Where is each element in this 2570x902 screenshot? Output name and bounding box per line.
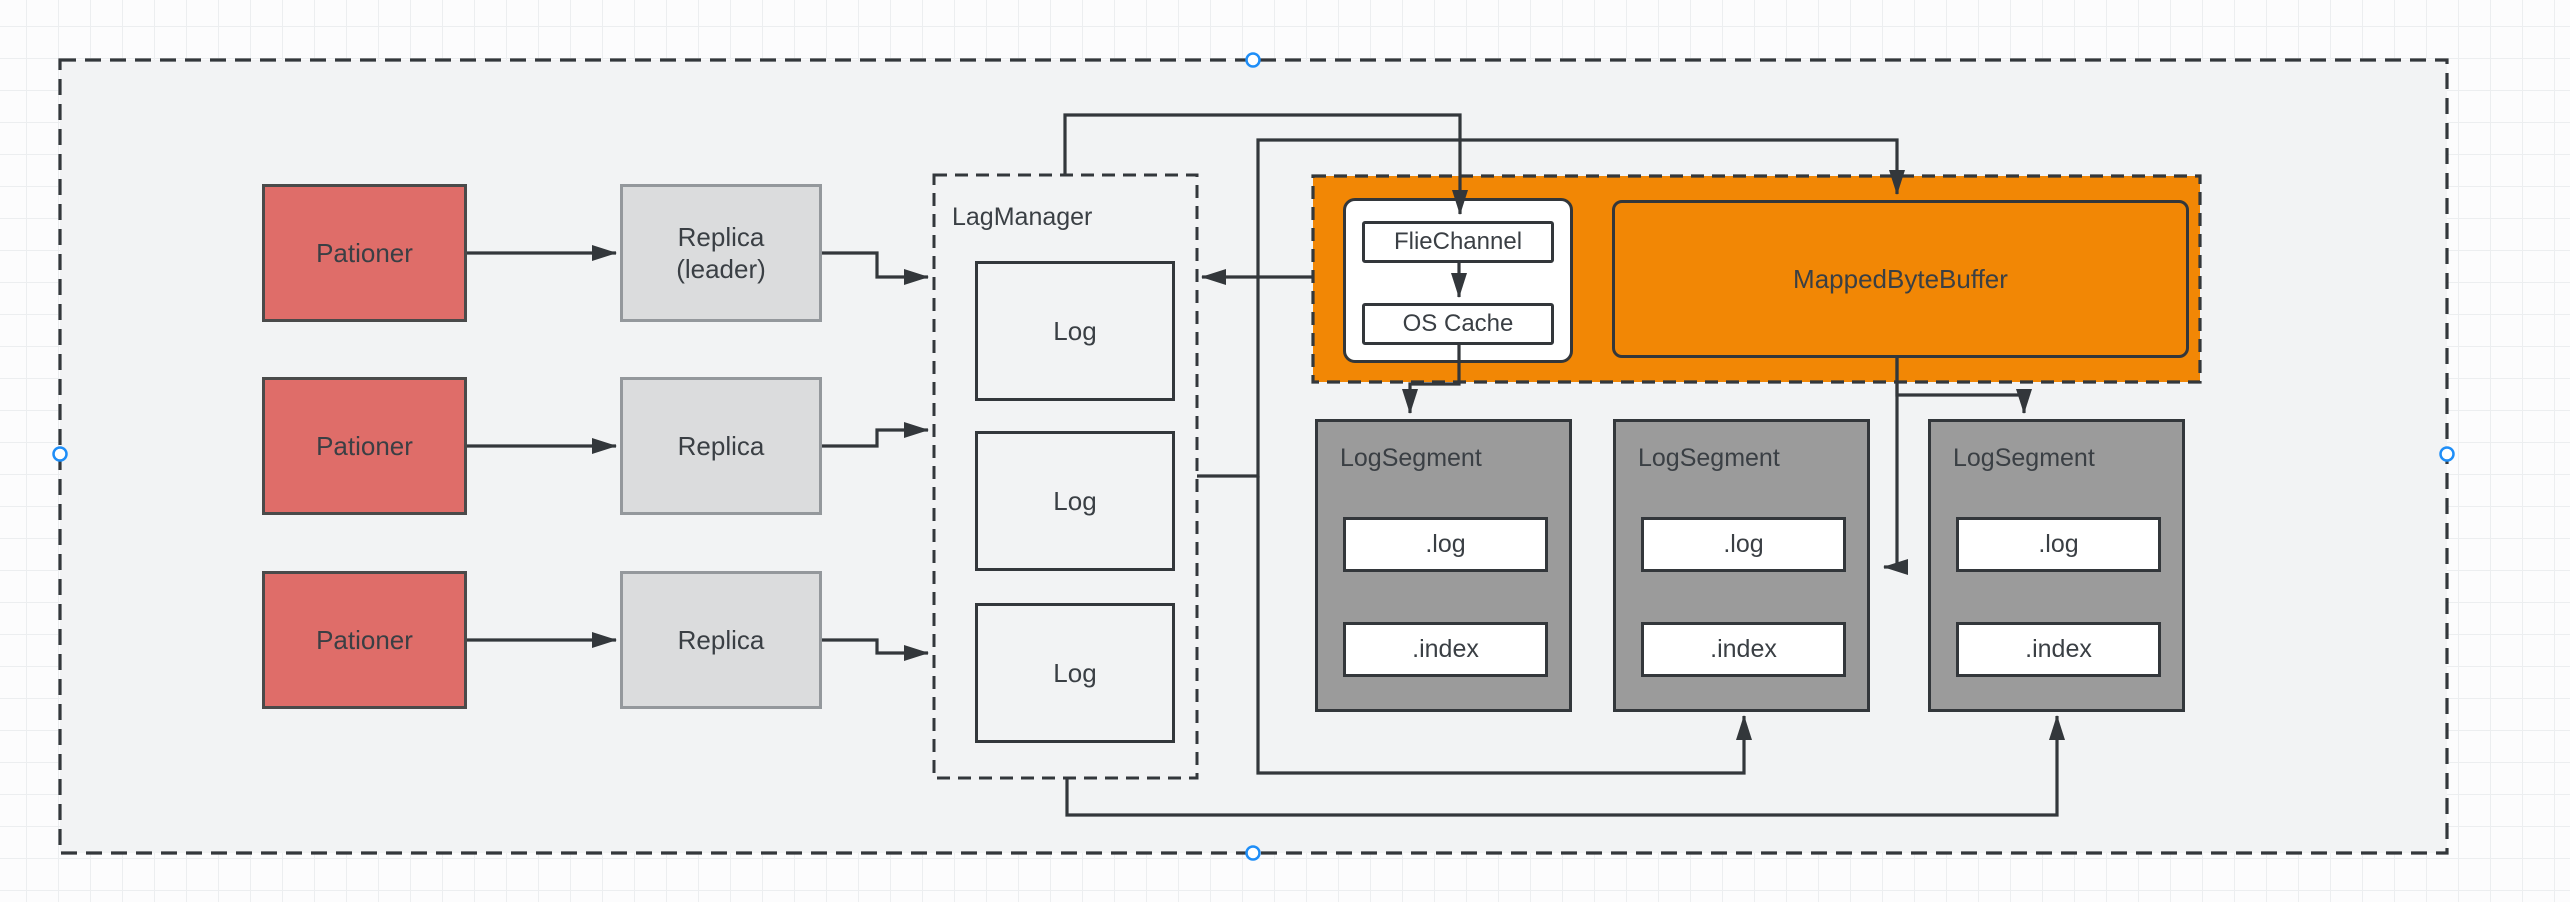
log-file-label: .log [2038,530,2079,558]
os-cache-label: OS Cache [1402,310,1514,337]
file-channel-box[interactable]: FlieChannel [1362,221,1554,263]
replica-box-2[interactable]: Replica [620,377,822,515]
pationer-box-1[interactable]: Pationer [262,184,467,322]
file-channel-label: FlieChannel [1393,228,1523,255]
index-file-label: .index [1710,635,1777,663]
replica-leader-box[interactable]: Replica (leader) [620,184,822,322]
replica-label-line1: Replica [677,430,765,461]
log-label: Log [1053,315,1097,346]
log-file-label: .log [1425,530,1466,558]
replica-label-line1: Replica [677,221,765,252]
mapped-byte-buffer-box[interactable]: MappedByteBuffer [1612,200,2189,358]
log-file-box[interactable]: .log [1641,517,1846,572]
log-segment-box-3[interactable]: LogSegment .log .index [1928,419,2185,712]
channel-cache-container[interactable]: FlieChannel OS Cache [1343,198,1573,363]
log-segment-title: LogSegment [1953,444,2095,472]
pationer-label: Pationer [316,430,413,461]
index-file-box[interactable]: .index [1641,622,1846,677]
log-segment-box-2[interactable]: LogSegment .log .index [1613,419,1870,712]
log-segment-title: LogSegment [1638,444,1780,472]
os-cache-box[interactable]: OS Cache [1362,303,1554,345]
log-box-3[interactable]: Log [975,603,1175,743]
pationer-label: Pationer [316,237,413,268]
mapped-byte-buffer-label: MappedByteBuffer [1793,263,2008,294]
index-file-label: .index [1412,635,1479,663]
log-label: Log [1053,485,1097,516]
index-file-label: .index [2025,635,2092,663]
log-segment-box-1[interactable]: LogSegment .log .index [1315,419,1572,712]
replica-box-3[interactable]: Replica [620,571,822,709]
lag-manager-title: LagManager [952,203,1093,231]
log-file-box[interactable]: .log [1956,517,2161,572]
pationer-label: Pationer [316,624,413,655]
pationer-box-3[interactable]: Pationer [262,571,467,709]
log-file-box[interactable]: .log [1343,517,1548,572]
pationer-box-2[interactable]: Pationer [262,377,467,515]
index-file-box[interactable]: .index [1956,622,2161,677]
log-box-2[interactable]: Log [975,431,1175,571]
log-box-1[interactable]: Log [975,261,1175,401]
log-segment-title: LogSegment [1340,444,1482,472]
log-file-label: .log [1723,530,1764,558]
index-file-box[interactable]: .index [1343,622,1548,677]
replica-label-line2: (leader) [676,254,766,284]
replica-label-line1: Replica [677,624,765,655]
log-label: Log [1053,657,1097,688]
